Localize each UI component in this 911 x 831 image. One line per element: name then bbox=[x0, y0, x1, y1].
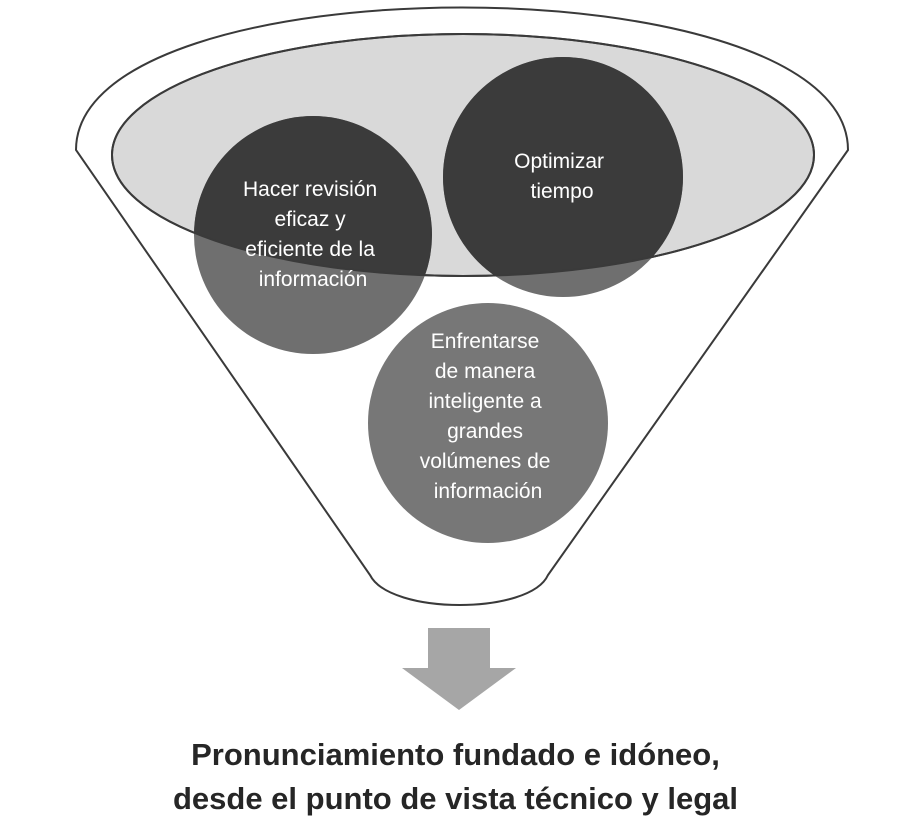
circle-review-dark bbox=[194, 116, 432, 276]
down-arrow-icon bbox=[402, 628, 516, 710]
conclusion-line-1: Pronunciamiento fundado e idóneo, bbox=[191, 737, 720, 772]
circle-volumes bbox=[368, 303, 608, 543]
circle-review-text: Hacer revisión eficaz y eficiente de la … bbox=[243, 178, 383, 291]
conclusion-text: Pronunciamiento fundado e idóneo, desde … bbox=[0, 733, 911, 821]
conclusion-line-2: desde el punto de vista técnico y legal bbox=[172, 781, 739, 816]
circles-inside-ellipse bbox=[194, 57, 683, 276]
circle-volumes-text: Enfrentarse de manera inteligente a gran… bbox=[420, 330, 557, 503]
circle-optimize-text: Optimizar tiempo bbox=[514, 150, 610, 203]
circle-optimize-dark bbox=[443, 57, 683, 276]
